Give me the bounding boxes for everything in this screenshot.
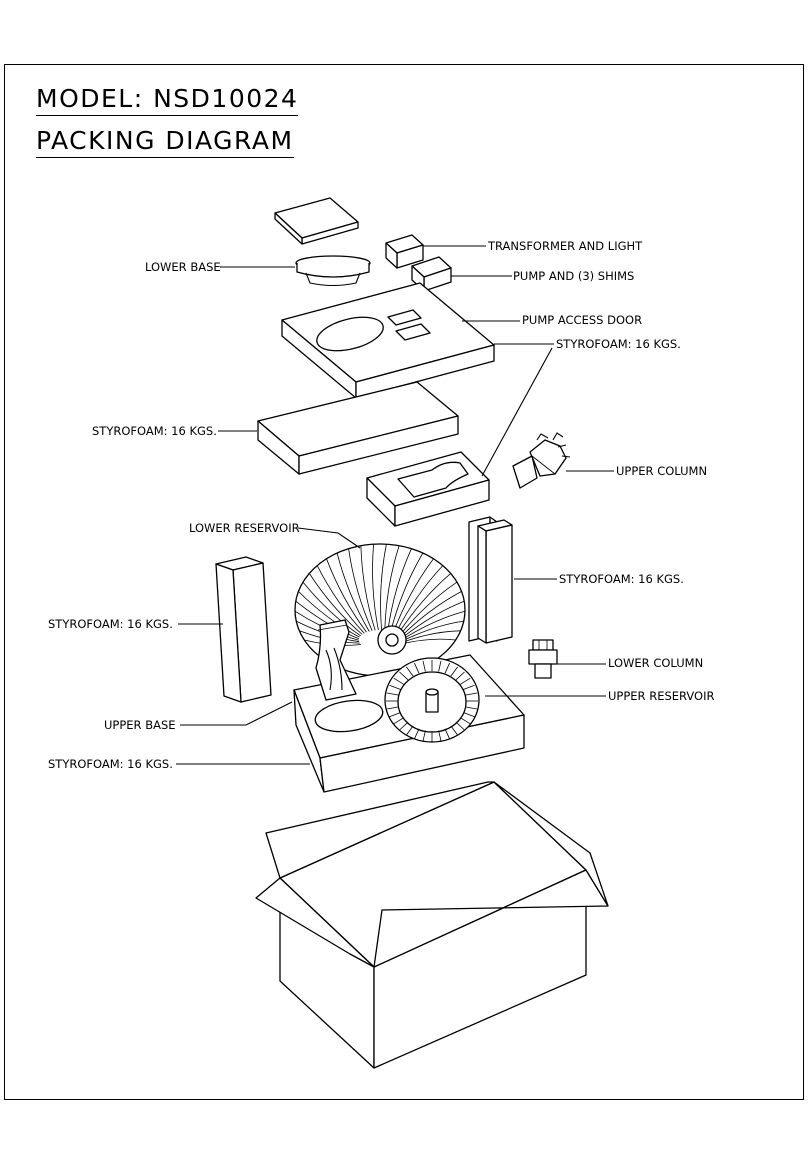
lid-plate bbox=[274, 197, 359, 245]
wheel-tooth bbox=[455, 721, 465, 731]
upper-reservoir-part bbox=[384, 657, 480, 743]
wheel-tooth bbox=[393, 717, 404, 725]
wheel-tooth bbox=[389, 684, 401, 690]
wheel-tooth bbox=[465, 706, 478, 710]
label-lower-column: LOWER COLUMN bbox=[608, 656, 704, 670]
model-title: MODEL: NSD10024 bbox=[36, 86, 299, 116]
wheel-tooth bbox=[444, 728, 450, 740]
label-styrofoam-right-post: STYROFOAM: 16 KGS. bbox=[559, 572, 684, 586]
wheel-tooth bbox=[389, 712, 401, 718]
styrofoam-slab bbox=[257, 381, 459, 475]
wheel-tooth bbox=[399, 671, 409, 681]
reservoir-rib bbox=[302, 581, 361, 637]
reservoir-rib bbox=[316, 565, 365, 634]
label-styrofoam-left-post: STYROFOAM: 16 KGS. bbox=[48, 617, 173, 631]
wheel-tooth bbox=[460, 717, 471, 725]
leader-lines bbox=[176, 245, 614, 765]
drawing-frame bbox=[4, 64, 804, 1100]
label-upper-column: UPPER COLUMN bbox=[616, 464, 708, 478]
wheel-tooth bbox=[399, 721, 409, 731]
label-pump-and-shims: PUMP AND (3) SHIMS bbox=[513, 269, 635, 283]
upper-base-part bbox=[315, 619, 357, 701]
wheel-tooth bbox=[463, 712, 475, 718]
wheel-tooth bbox=[438, 730, 442, 742]
wheel-tooth bbox=[386, 706, 399, 710]
label-lower-base: LOWER BASE bbox=[145, 260, 221, 274]
wheel-tooth bbox=[422, 730, 426, 742]
wheel-tooth bbox=[386, 692, 399, 696]
wheel-tooth bbox=[463, 684, 475, 690]
reservoir-rib bbox=[372, 544, 379, 631]
label-upper-base: UPPER BASE bbox=[104, 718, 176, 732]
label-pump-access-door: PUMP ACCESS DOOR bbox=[522, 313, 643, 327]
wheel-tooth bbox=[406, 666, 414, 677]
reservoir-rib bbox=[390, 552, 424, 632]
wheel-tooth bbox=[438, 660, 442, 672]
wheel-tooth bbox=[393, 677, 404, 685]
reservoir-rib bbox=[387, 548, 412, 631]
label-transformer-and-light: TRANSFORMER AND LIGHT bbox=[488, 239, 643, 253]
upper-column-part bbox=[512, 432, 571, 489]
reservoir-rib bbox=[400, 600, 465, 640]
reservoir-rib bbox=[400, 620, 464, 643]
reservoir-rib bbox=[398, 581, 458, 637]
diagram-title: PACKING DIAGRAM bbox=[36, 128, 294, 158]
styrofoam-left-post bbox=[215, 556, 272, 703]
reservoir-rib bbox=[393, 558, 434, 633]
wheel-tooth bbox=[414, 728, 420, 740]
reservoir-rib bbox=[400, 610, 466, 641]
wheel-tooth bbox=[450, 666, 458, 677]
label-styrofoam-bottom-tray: STYROFOAM: 16 KGS. bbox=[48, 757, 173, 771]
wheel-tooth bbox=[444, 662, 450, 674]
wheel-tooth bbox=[455, 671, 465, 681]
lower-base-part bbox=[295, 255, 371, 287]
reservoir-rib bbox=[400, 591, 462, 638]
styrofoam-top-tray bbox=[281, 282, 495, 399]
reservoir-rib bbox=[295, 600, 360, 640]
label-styrofoam-left-slab: STYROFOAM: 16 KGS. bbox=[92, 424, 217, 438]
reservoir-rib bbox=[308, 573, 363, 635]
wheel-tooth bbox=[422, 660, 426, 672]
styrofoam-right-post bbox=[468, 516, 513, 644]
reservoir-rib bbox=[326, 558, 367, 633]
reservoir-rib bbox=[380, 544, 387, 631]
wheel-tooth bbox=[450, 725, 458, 736]
reservoir-rib bbox=[348, 548, 373, 631]
reservoir-rib bbox=[397, 573, 451, 635]
reservoir-rib bbox=[395, 565, 444, 634]
label-styrofoam-top: STYROFOAM: 16 KGS. bbox=[556, 337, 681, 351]
reservoir-rib bbox=[360, 545, 376, 631]
label-upper-reservoir: UPPER RESERVOIR bbox=[608, 689, 715, 703]
reservoir-rib bbox=[298, 591, 360, 638]
wheel-tooth bbox=[460, 677, 471, 685]
transformer-box bbox=[385, 234, 424, 269]
wheel-tooth bbox=[465, 692, 478, 696]
wheel-tooth bbox=[406, 725, 414, 736]
label-lower-reservoir: LOWER RESERVOIR bbox=[189, 521, 300, 535]
reservoir-rib bbox=[336, 552, 370, 632]
reservoir-rib bbox=[384, 545, 400, 631]
cardboard-box bbox=[255, 781, 609, 1069]
wheel-tooth bbox=[414, 662, 420, 674]
lower-column-part bbox=[528, 639, 558, 679]
styrofoam-insert bbox=[366, 451, 490, 527]
